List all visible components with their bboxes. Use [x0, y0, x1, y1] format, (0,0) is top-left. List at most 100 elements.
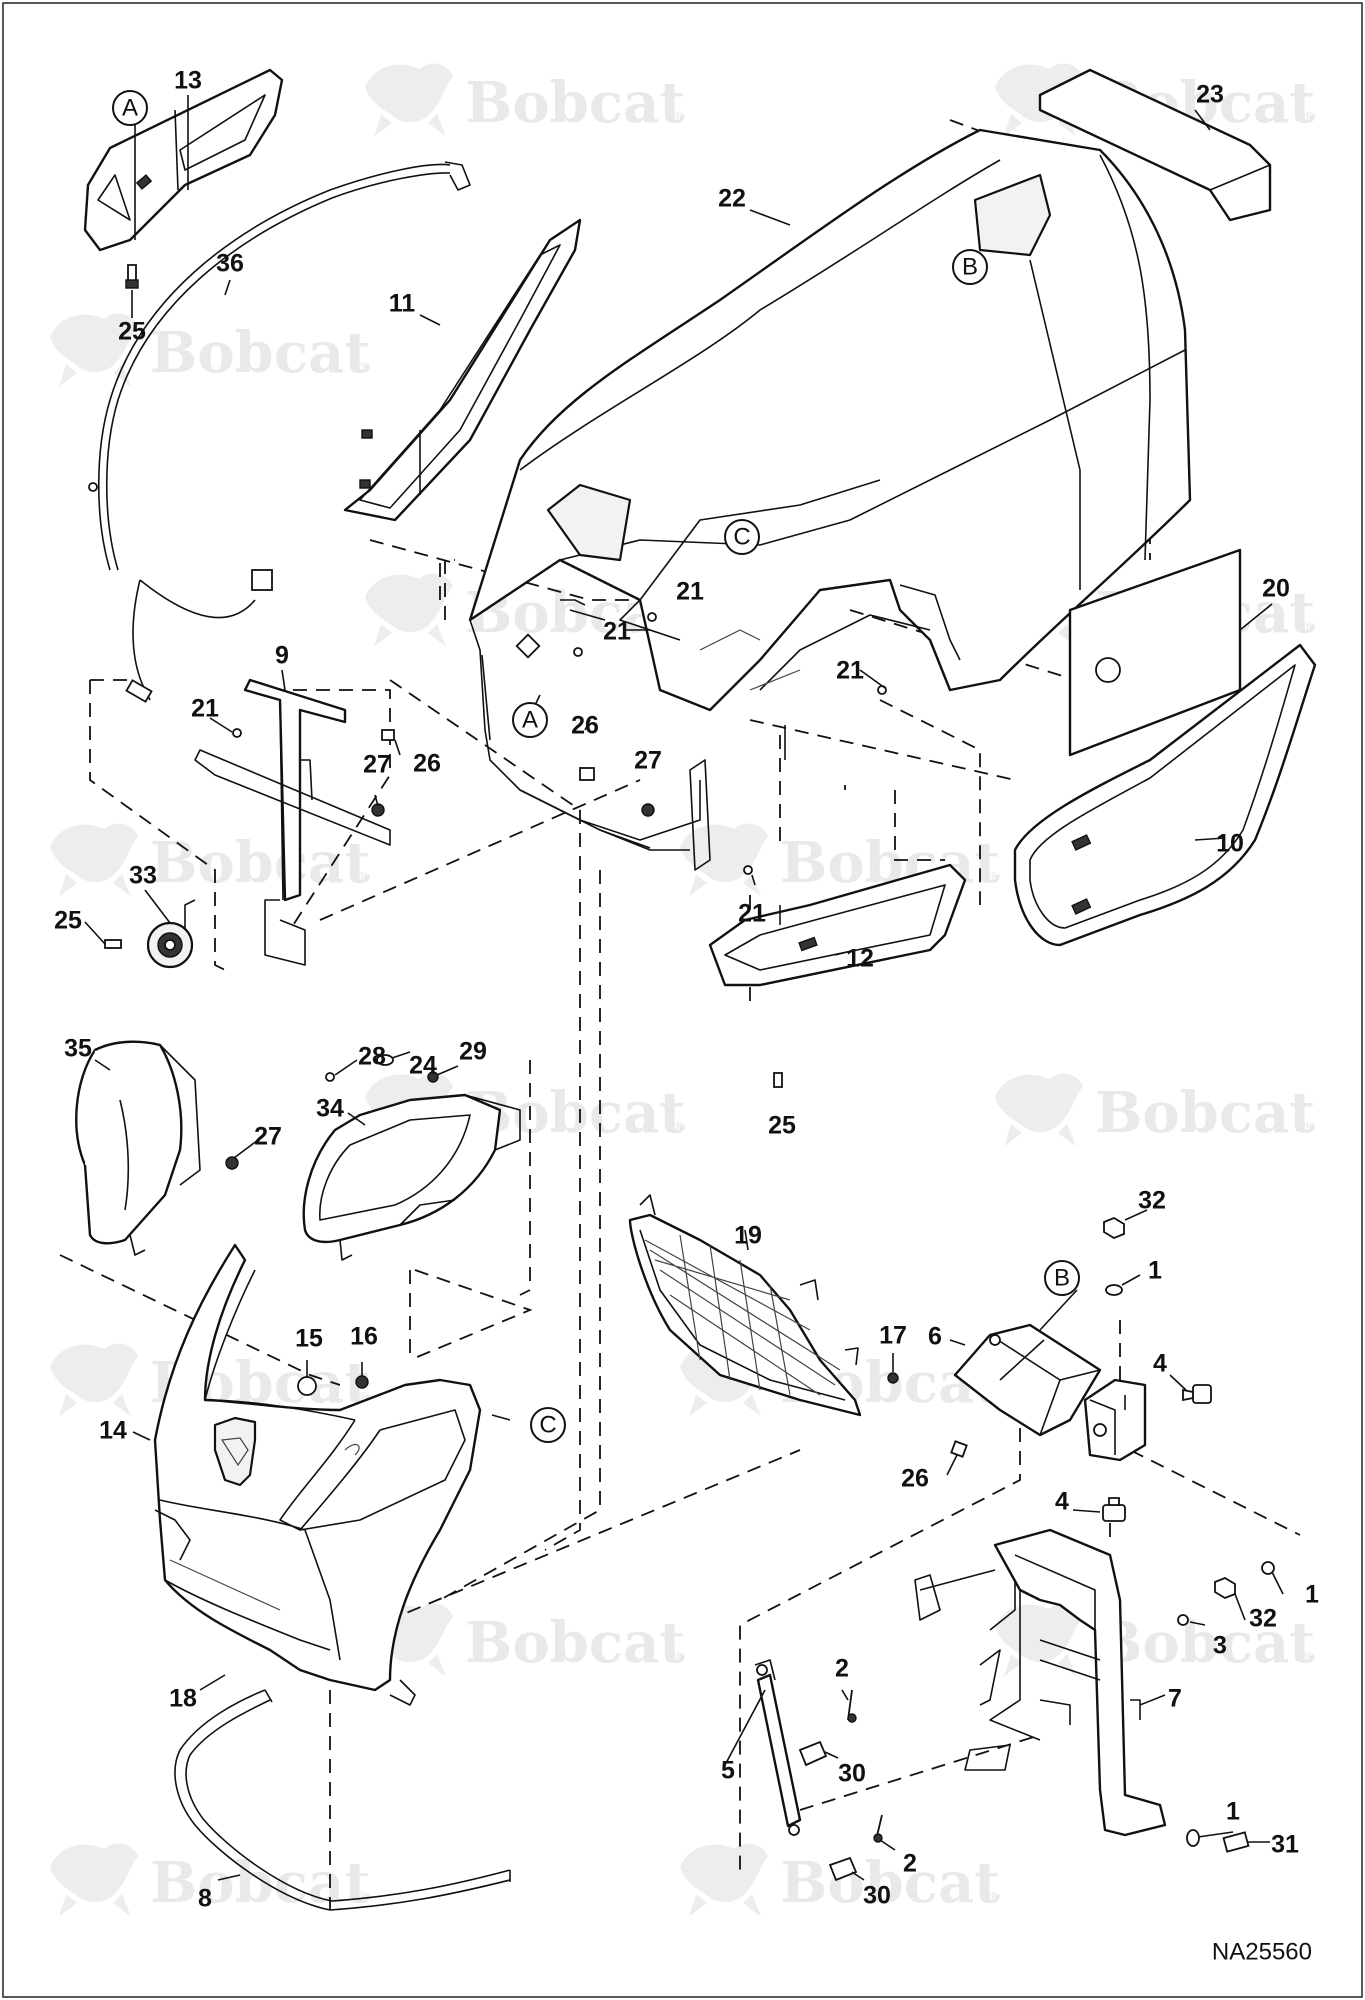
part-4-bumper-upper — [1182, 1384, 1212, 1404]
svg-text:®: ® — [1302, 1120, 1316, 1136]
watermark-text: Bobcat — [1095, 1080, 1315, 1146]
leader-lines — [84, 95, 1284, 1881]
svg-text:B: B — [1054, 1264, 1070, 1291]
watermark: Bobcat ® — [680, 1843, 1001, 1917]
watermark-text: Bobcat — [465, 70, 685, 136]
svg-text:B: B — [962, 253, 978, 280]
svg-text:C: C — [733, 523, 750, 550]
watermark: Bobcat ® — [365, 1073, 686, 1147]
svg-text:®: ® — [1302, 1650, 1316, 1666]
watermark-text: Bobcat — [465, 1080, 685, 1146]
callout-7: 7 — [1168, 1685, 1182, 1713]
callout-23: 23 — [1196, 81, 1224, 109]
callout-30: 30 — [838, 1760, 866, 1788]
callout-27: 27 — [254, 1123, 282, 1151]
part-5-gas-strut — [754, 1659, 802, 1836]
callout-27: 27 — [363, 751, 391, 779]
callout-24: 24 — [409, 1052, 437, 1080]
callout-4: 4 — [1055, 1488, 1069, 1516]
callout-4: 4 — [1153, 1350, 1167, 1378]
part-12-grille-panel — [708, 863, 967, 987]
callout-21: 21 — [836, 657, 864, 685]
part-19-grille — [628, 1194, 862, 1417]
watermark-text: Bobcat — [780, 1850, 1000, 1916]
callout-29: 29 — [459, 1038, 487, 1066]
part-10-side-panel — [1013, 643, 1317, 947]
watermark: Bobcat ® — [365, 63, 686, 137]
callout-32: 32 — [1138, 1187, 1166, 1215]
callout-13: 13 — [174, 67, 202, 95]
callout-9: 9 — [275, 642, 289, 670]
svg-text:®: ® — [672, 110, 686, 126]
drawing-number: NA25560 — [1212, 1938, 1312, 1965]
part-14-front-nose — [153, 1243, 482, 1706]
ref-b-mid: B — [1044, 1260, 1080, 1296]
part-35-headlight-left — [75, 1040, 201, 1256]
watermark: Bobcat ® — [50, 313, 371, 387]
callout-2: 2 — [835, 1655, 849, 1683]
callout-33: 33 — [129, 862, 157, 890]
callout-14: 14 — [99, 1417, 127, 1445]
svg-text:®: ® — [672, 1650, 686, 1666]
part-13-window-bracket — [83, 68, 284, 252]
watermark-text: Bobcat — [1095, 1610, 1315, 1676]
callout-27: 27 — [634, 747, 662, 775]
callout-12: 12 — [846, 945, 874, 973]
callout-2: 2 — [903, 1850, 917, 1878]
part-9-bracket — [194, 678, 391, 966]
svg-text:®: ® — [1302, 110, 1316, 126]
part-23-pad — [1038, 68, 1272, 222]
callout-26: 26 — [571, 712, 599, 740]
svg-text:®: ® — [357, 360, 371, 376]
part-34-headlight-right — [302, 1093, 521, 1261]
callout-11: 11 — [389, 290, 416, 318]
callout-6: 6 — [928, 1323, 942, 1351]
callout-10: 10 — [1216, 830, 1244, 858]
ref-c-top: C — [724, 519, 760, 555]
callout-25: 25 — [118, 318, 146, 346]
callout-34: 34 — [316, 1095, 344, 1123]
part-4-bumper-lower — [1102, 1497, 1126, 1522]
callout-1: 1 — [1305, 1581, 1319, 1609]
watermark: Bobcat ® — [50, 1843, 371, 1917]
part-11-housing — [343, 218, 582, 522]
part-33-horn — [146, 899, 196, 969]
callout-17: 17 — [879, 1322, 907, 1350]
callout-35: 35 — [64, 1035, 92, 1063]
callout-32: 32 — [1249, 1605, 1277, 1633]
svg-text:®: ® — [1302, 620, 1316, 636]
callout-21: 21 — [676, 578, 704, 606]
reference-markers: A A B B C C — [112, 90, 1080, 1443]
ref-a-mid: A — [512, 702, 548, 738]
watermark-text: Bobcat — [150, 1850, 370, 1916]
svg-text:C: C — [539, 1411, 556, 1438]
callout-3: 3 — [1213, 1632, 1227, 1660]
ref-a-top: A — [112, 90, 148, 126]
part-6-latch-bracket — [953, 1323, 1102, 1437]
ref-c-mid: C — [530, 1407, 566, 1443]
callout-25: 25 — [54, 907, 82, 935]
callout-22: 22 — [718, 185, 746, 213]
callout-30: 30 — [863, 1882, 891, 1910]
part-8-seal-strip — [174, 1689, 511, 1911]
callout-1: 1 — [1148, 1257, 1162, 1285]
watermark: Bobcat ® — [50, 823, 371, 897]
watermark-text: Bobcat — [465, 1610, 685, 1676]
svg-text:®: ® — [672, 1120, 686, 1136]
ref-b-top: B — [952, 249, 988, 285]
watermark-text: Bobcat — [150, 830, 370, 896]
callout-8: 8 — [198, 1885, 212, 1913]
part-hinge-block — [1083, 1378, 1147, 1462]
callout-21: 21 — [191, 695, 219, 723]
svg-text:®: ® — [357, 870, 371, 886]
watermark: Bobcat ® — [995, 1073, 1316, 1147]
svg-text:®: ® — [987, 870, 1001, 886]
callout-20: 20 — [1262, 575, 1290, 603]
callout-19: 19 — [734, 1222, 762, 1250]
part-36-wire-harness — [88, 161, 471, 703]
callout-21: 21 — [738, 900, 766, 928]
callout-21: 21 — [603, 618, 631, 646]
callouts: 13 25 36 11 22 23 20 10 12 25 21 21 21 2… — [54, 67, 1319, 1913]
callout-36: 36 — [216, 250, 244, 278]
